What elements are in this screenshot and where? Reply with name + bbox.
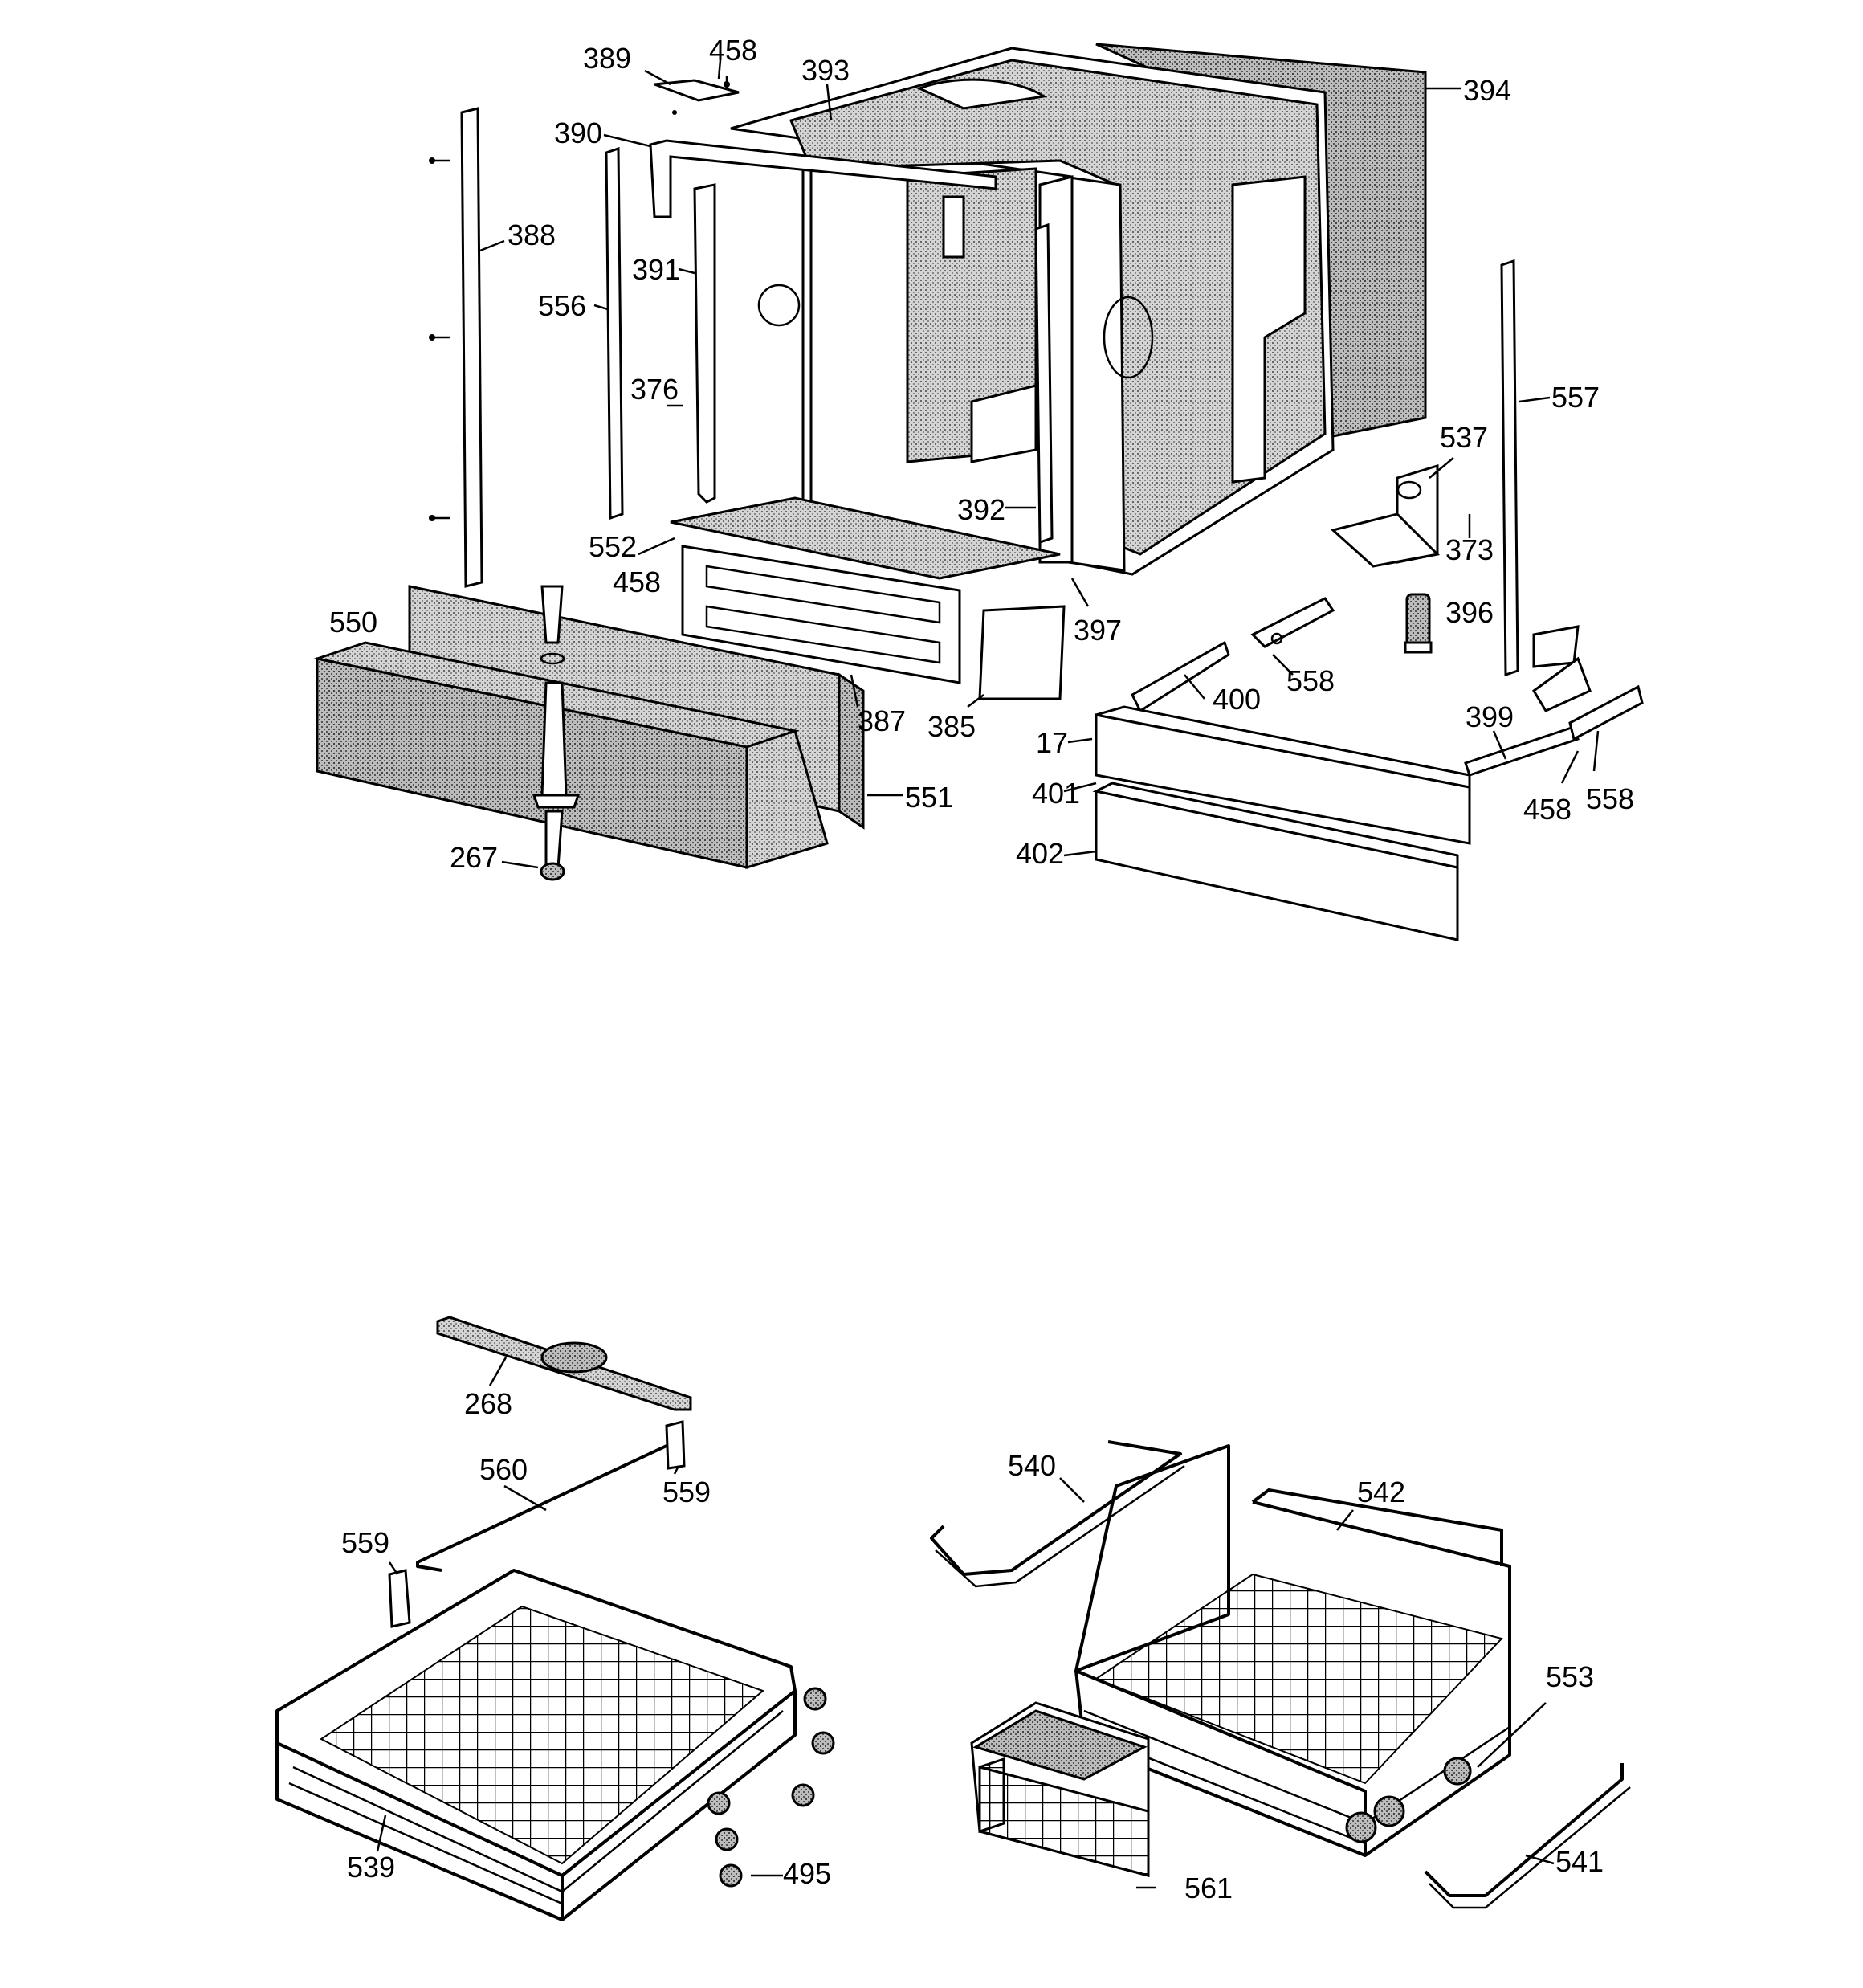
- callout-401: 401: [1032, 777, 1080, 810]
- callout-392: 392: [957, 493, 1005, 526]
- callout-400: 400: [1213, 683, 1261, 716]
- toe-kick-402: [1092, 782, 1459, 941]
- callout-391: 391: [632, 253, 680, 286]
- bracket-399: [1464, 725, 1580, 777]
- callout-267: 267: [450, 841, 498, 874]
- callout-394: 394: [1463, 74, 1511, 107]
- callout-402: 402: [1016, 837, 1064, 870]
- callout-561: 561: [1184, 1872, 1233, 1904]
- callout-553: 553: [1546, 1660, 1594, 1693]
- callout-552: 552: [589, 530, 637, 563]
- callout-558: 558: [1286, 664, 1335, 697]
- side-rail-556: [605, 146, 624, 520]
- upper-rack-leader-lines: [376, 1357, 783, 1877]
- rack-rail-541: [1424, 1763, 1631, 1909]
- callout-559-b: 559: [341, 1526, 389, 1559]
- bracket-389: [654, 76, 740, 115]
- callout-397: 397: [1074, 614, 1122, 647]
- callout-390: 390: [554, 116, 602, 149]
- rack-rail-540: [930, 1440, 1185, 1588]
- callout-17: 17: [1036, 726, 1068, 759]
- top-leader-lines: [479, 59, 1600, 869]
- callout-373: 373: [1445, 533, 1494, 566]
- bracket-385: [978, 605, 1066, 700]
- tub-assembly: [730, 47, 1335, 576]
- roller-553: [1443, 1757, 1472, 1786]
- callout-388: 388: [508, 218, 556, 251]
- rack-track-560: [388, 1420, 686, 1628]
- callout-550: 550: [329, 606, 377, 639]
- callout-542: 542: [1357, 1476, 1405, 1508]
- callout-458-b: 458: [613, 565, 661, 598]
- side-rail-557: [1500, 259, 1519, 677]
- callout-396: 396: [1445, 596, 1494, 629]
- floor-panel-552: [670, 496, 1061, 580]
- callout-389: 389: [583, 42, 631, 75]
- callout-399: 399: [1466, 700, 1514, 733]
- callout-541: 541: [1555, 1845, 1604, 1878]
- front-panel-387: [681, 545, 961, 684]
- callout-560: 560: [479, 1453, 528, 1486]
- callout-387: 387: [858, 704, 906, 737]
- callout-495: 495: [783, 1857, 831, 1890]
- callout-540: 540: [1008, 1449, 1056, 1482]
- callout-458: 458: [709, 34, 757, 67]
- bracket-537: [1330, 463, 1441, 568]
- spray-tube-267: [532, 585, 581, 881]
- lower-rack-leader-lines: [1059, 1477, 1555, 1889]
- silverware-basket-561: [970, 1701, 1150, 1877]
- callout-268: 268: [464, 1387, 512, 1420]
- rack-rollers-495: [707, 1687, 835, 1888]
- top-frame-390: [649, 139, 997, 259]
- callout-labels: 389 458 393 394 390 388 391 556 376 557 …: [329, 34, 1634, 1904]
- hinge-bar-400: [1131, 640, 1230, 713]
- hinge-bracket-558-lower: [1532, 625, 1644, 741]
- spray-arm-268: [436, 1316, 692, 1411]
- callout-458-c: 458: [1523, 793, 1572, 826]
- callout-558-b: 558: [1586, 782, 1634, 815]
- callout-537: 537: [1440, 421, 1488, 454]
- callout-559: 559: [662, 1476, 711, 1508]
- callout-393: 393: [801, 54, 850, 87]
- side-rail-391: [693, 183, 716, 504]
- leveling-leg-396: [1404, 593, 1433, 654]
- side-rail-392: [1034, 222, 1054, 545]
- upper-rack-539: [275, 1569, 797, 1921]
- callout-551: 551: [905, 781, 953, 814]
- side-rail-388: [429, 107, 483, 588]
- callout-556: 556: [538, 289, 586, 322]
- callout-557: 557: [1551, 381, 1600, 414]
- callout-376: 376: [630, 373, 679, 406]
- callout-539: 539: [347, 1851, 395, 1884]
- hinge-bracket-558-upper: [1250, 597, 1335, 648]
- callout-385: 385: [927, 710, 976, 743]
